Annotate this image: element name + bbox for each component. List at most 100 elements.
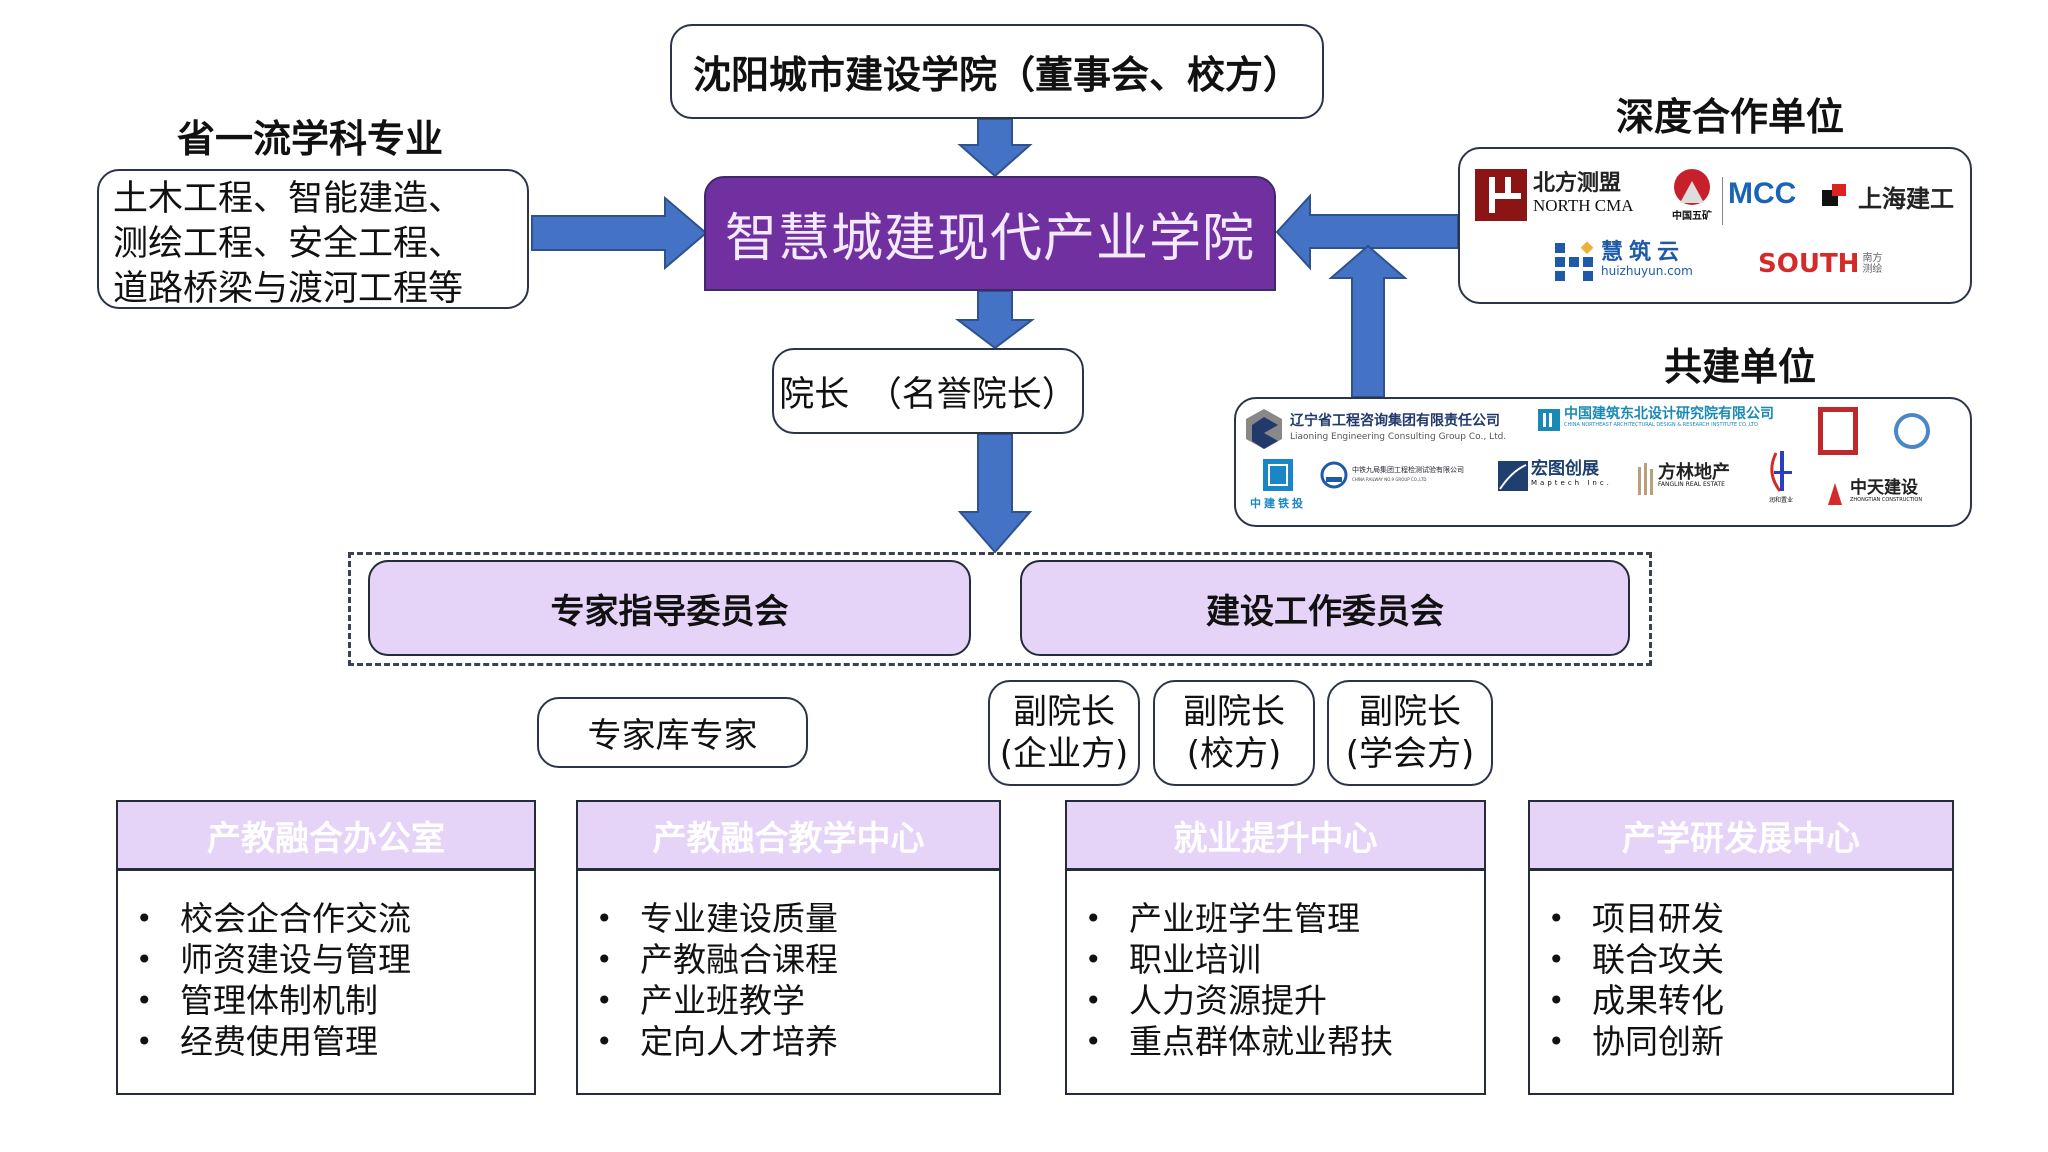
- bullet-icon: •: [136, 943, 153, 976]
- center-items: •专业建设质量 •产教融合课程 •产业班教学 •定向人才培养: [578, 898, 999, 1062]
- list-item: •定向人才培养: [596, 1022, 838, 1061]
- list-item: •职业培训: [1085, 940, 1261, 979]
- logo-south: SOUTH 南方测绘: [1758, 249, 1883, 279]
- vice-dean-enterprise: 副院长 (企业方): [988, 680, 1140, 786]
- center-research: 产学研发展中心 •项目研发 •联合攻关 •成果转化 •协同创新: [1528, 800, 1954, 1095]
- industry-college-title: 智慧城建现代产业学院: [724, 209, 1255, 269]
- runhe-icon: [1770, 451, 1792, 492]
- list-item: •校会企合作交流: [136, 899, 411, 938]
- deep-partners-title: 深度合作单位: [1615, 94, 1844, 139]
- arrow-cobuild-up: [1328, 244, 1408, 398]
- list-item: •管理体制机制: [136, 981, 378, 1020]
- logo-mcc: MCC: [1728, 177, 1797, 210]
- bullet-icon: •: [1085, 943, 1102, 976]
- bullet-icon: •: [136, 984, 153, 1017]
- cobuild-partners-box: 辽宁省工程咨询集团有限责任公司 Liaoning Engineering Con…: [1234, 397, 1972, 527]
- logo-scg: 上海建工: [1822, 179, 1954, 214]
- minmetals-icon: [1674, 169, 1710, 205]
- university-label: 沈阳城市建设学院（董事会、校方）: [692, 53, 1301, 97]
- dean-box: 院长 （名誉院长）: [772, 348, 1084, 434]
- expert-committee-label: 专家指导委员会: [550, 591, 789, 632]
- blue-building-logo-icon: [1894, 413, 1930, 449]
- cnadri-icon: [1538, 409, 1560, 431]
- huizhuyun-icon: [1555, 241, 1594, 281]
- vice-dean-title: 副院长: [1183, 692, 1285, 732]
- logo-cnadri: 中国建筑东北设计研究院有限公司 CHINA NORTHEAST ARCHITEC…: [1538, 407, 1774, 431]
- build-committee-box: 建设工作委员会: [1020, 560, 1630, 656]
- bullet-icon: •: [596, 1025, 613, 1058]
- expert-pool-label: 专家库专家: [587, 716, 758, 756]
- center-items: •校会企合作交流 •师资建设与管理 •管理体制机制 •经费使用管理: [118, 898, 534, 1062]
- bullet-icon: •: [136, 902, 153, 935]
- expert-committee-box: 专家指导委员会: [368, 560, 971, 656]
- logo-zhongtian: 中天建设 ZHONGTIAN CONSTRUCTION: [1824, 480, 1922, 507]
- list-item: •专业建设质量: [596, 899, 838, 938]
- logo-china-railway-9: 中铁九局集团工程检测试验有限公司 CHINA RAILWAY NO.9 GROU…: [1320, 461, 1464, 489]
- logo-liaoning-consulting: 辽宁省工程咨询集团有限责任公司 Liaoning Engineering Con…: [1244, 407, 1506, 451]
- bullet-icon: •: [596, 984, 613, 1017]
- list-item: •联合攻关: [1548, 940, 1724, 979]
- center-title: 产教融合教学中心: [578, 802, 999, 871]
- crec-icon: [1320, 461, 1348, 489]
- liaoning-consulting-icon: [1246, 409, 1282, 449]
- arrow-top-to-main: [957, 118, 1033, 178]
- logo-fanglin: 方林地产 FANGLIN REAL ESTATE: [1638, 463, 1730, 495]
- bullet-icon: •: [1548, 943, 1565, 976]
- center-teaching: 产教融合教学中心 •专业建设质量 •产教融合课程 •产业班教学 •定向人才培养: [576, 800, 1001, 1095]
- logo-maptech: 宏图创展 Maptech Inc.: [1498, 461, 1612, 491]
- industry-college-box: 智慧城建现代产业学院: [704, 176, 1276, 291]
- committees-group: [348, 552, 1652, 666]
- bullet-icon: •: [136, 1025, 153, 1058]
- vice-dean-side: (学会方): [1345, 734, 1475, 774]
- scg-icon: [1822, 183, 1846, 206]
- logo-divider: [1722, 177, 1723, 225]
- deep-partners-box: 北方测盟 NORTH CMA 中国五矿 MCC 上海建工: [1458, 147, 1972, 304]
- vice-dean-title: 副院长: [1359, 692, 1461, 732]
- bullet-icon: •: [596, 943, 613, 976]
- list-item: •重点群体就业帮扶: [1085, 1022, 1393, 1061]
- bullet-icon: •: [1548, 984, 1565, 1017]
- expert-pool-box: 专家库专家: [537, 697, 808, 768]
- logo-china-minmetals: 中国五矿: [1672, 167, 1712, 222]
- university-box: 沈阳城市建设学院（董事会、校方）: [670, 24, 1324, 119]
- bullet-icon: •: [1085, 902, 1102, 935]
- dean-label: 院长 （名誉院长）: [779, 374, 1077, 415]
- center-title: 产教融合办公室: [118, 802, 534, 871]
- list-item: •师资建设与管理: [136, 940, 411, 979]
- center-title: 就业提升中心: [1067, 802, 1484, 871]
- logo-huizhuyun: 慧筑云 huizhuyun.com: [1555, 241, 1693, 283]
- logo-runhe: 润和置业: [1766, 449, 1796, 504]
- center-office: 产教融合办公室 •校会企合作交流 •师资建设与管理 •管理体制机制 •经费使用管…: [116, 800, 536, 1095]
- maptech-icon: [1498, 461, 1528, 491]
- cscec-icon: [1263, 459, 1293, 491]
- arrow-dean-to-committees: [957, 433, 1033, 554]
- arrow-majors-to-main: [531, 195, 708, 271]
- center-items: •项目研发 •联合攻关 •成果转化 •协同创新: [1530, 898, 1952, 1062]
- red-square-logo-icon: [1818, 407, 1858, 455]
- list-item: •产业班教学: [596, 981, 805, 1020]
- list-item: •产教融合课程: [596, 940, 838, 979]
- list-item: •协同创新: [1548, 1022, 1724, 1061]
- vice-dean-school: 副院长 (校方): [1153, 680, 1315, 786]
- bullet-icon: •: [1548, 902, 1565, 935]
- cobuild-partners-title: 共建单位: [1663, 344, 1816, 389]
- vice-dean-side: (企业方): [999, 734, 1129, 774]
- bullet-icon: •: [1085, 1025, 1102, 1058]
- list-item: •人力资源提升: [1085, 981, 1327, 1020]
- logo-north-cma: 北方测盟 NORTH CMA: [1475, 169, 1634, 221]
- fanglin-icon: [1638, 463, 1653, 495]
- list-item: •项目研发: [1548, 899, 1724, 938]
- center-items: •产业班学生管理 •职业培训 •人力资源提升 •重点群体就业帮扶: [1067, 898, 1484, 1062]
- bullet-icon: •: [596, 902, 613, 935]
- north-cma-icon: [1475, 169, 1527, 221]
- list-item: •产业班学生管理: [1085, 899, 1360, 938]
- center-title: 产学研发展中心: [1530, 802, 1952, 871]
- majors-box: 土木工程、智能建造、 测绘工程、安全工程、 道路桥梁与渡河工程等: [97, 169, 529, 309]
- arrow-partners-to-main: [1275, 193, 1459, 271]
- vice-dean-title: 副院长: [1013, 692, 1115, 732]
- list-item: •经费使用管理: [136, 1022, 378, 1061]
- bullet-icon: •: [1085, 984, 1102, 1017]
- vice-dean-society: 副院长 (学会方): [1327, 680, 1493, 786]
- build-committee-label: 建设工作委员会: [1206, 591, 1444, 632]
